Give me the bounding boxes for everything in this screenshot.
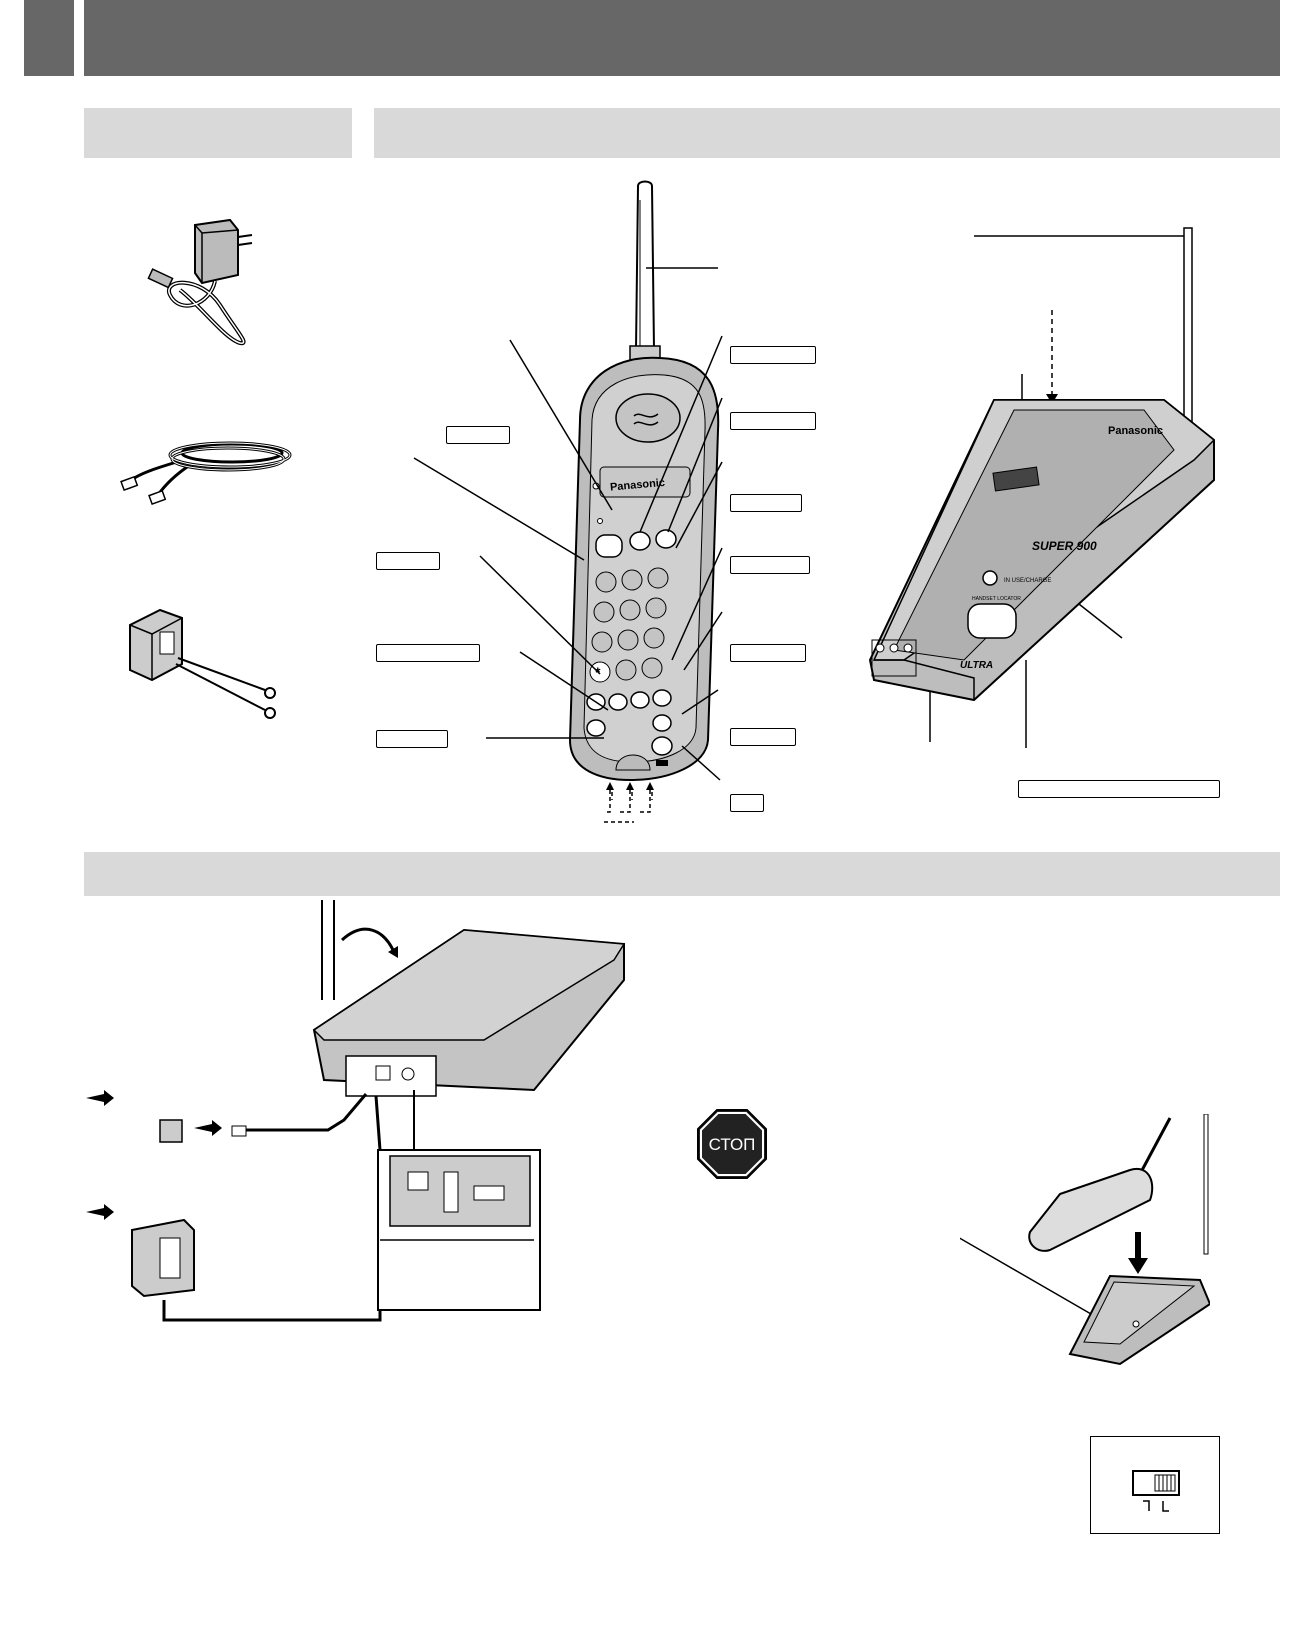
- callout-box-4: [730, 556, 810, 574]
- base-logo-ultra: ULTRA: [960, 660, 993, 671]
- tone-pulse-switch-inset: [1090, 1436, 1220, 1534]
- callout-box-1: [730, 346, 816, 364]
- callout-box-6: [730, 728, 796, 746]
- header-bar: [84, 0, 1280, 76]
- base-indicator-label: IN USE/CHARGE: [1004, 578, 1051, 584]
- section-header-accessories: [84, 108, 352, 158]
- telephone-line-cord-icon: [120, 441, 292, 506]
- base-unit: Panasonic SUPER 900 IN USE/CHARGE HANDSE…: [868, 227, 1216, 702]
- ac-adaptor-icon: [147, 218, 253, 346]
- cordless-handset: Panasonic *: [568, 180, 720, 800]
- tone-pulse-switch-icon: [1132, 1470, 1180, 1512]
- callout-box-10: [376, 644, 480, 662]
- callout-box-12: [1018, 780, 1220, 798]
- handset-on-base-illustration: [960, 1114, 1210, 1366]
- callout-box-9: [376, 552, 440, 570]
- section-header-connections: [84, 852, 1280, 896]
- section-header-location-of-controls: [374, 108, 1280, 158]
- base-locator-label: HANDSET LOCATOR: [972, 596, 1021, 602]
- stop-sign-text: СТОП: [709, 1135, 756, 1154]
- handset-brand: Panasonic: [610, 477, 666, 494]
- base-brand: Panasonic: [1108, 425, 1163, 437]
- wall-socket-adaptor-icon: [129, 608, 276, 719]
- connection-diagram: [86, 900, 626, 1322]
- callout-box-5: [730, 644, 806, 662]
- charge-contact-arrows: [604, 782, 654, 823]
- stop-sign: СТОП: [697, 1109, 767, 1179]
- header-tab: [24, 0, 74, 76]
- callout-box-11: [376, 730, 448, 748]
- callout-box-3: [730, 494, 802, 512]
- callout-box-8: [446, 426, 510, 444]
- callout-box-7: [730, 794, 764, 812]
- callout-box-2: [730, 412, 816, 430]
- base-logo-main: SUPER 900: [1032, 539, 1097, 553]
